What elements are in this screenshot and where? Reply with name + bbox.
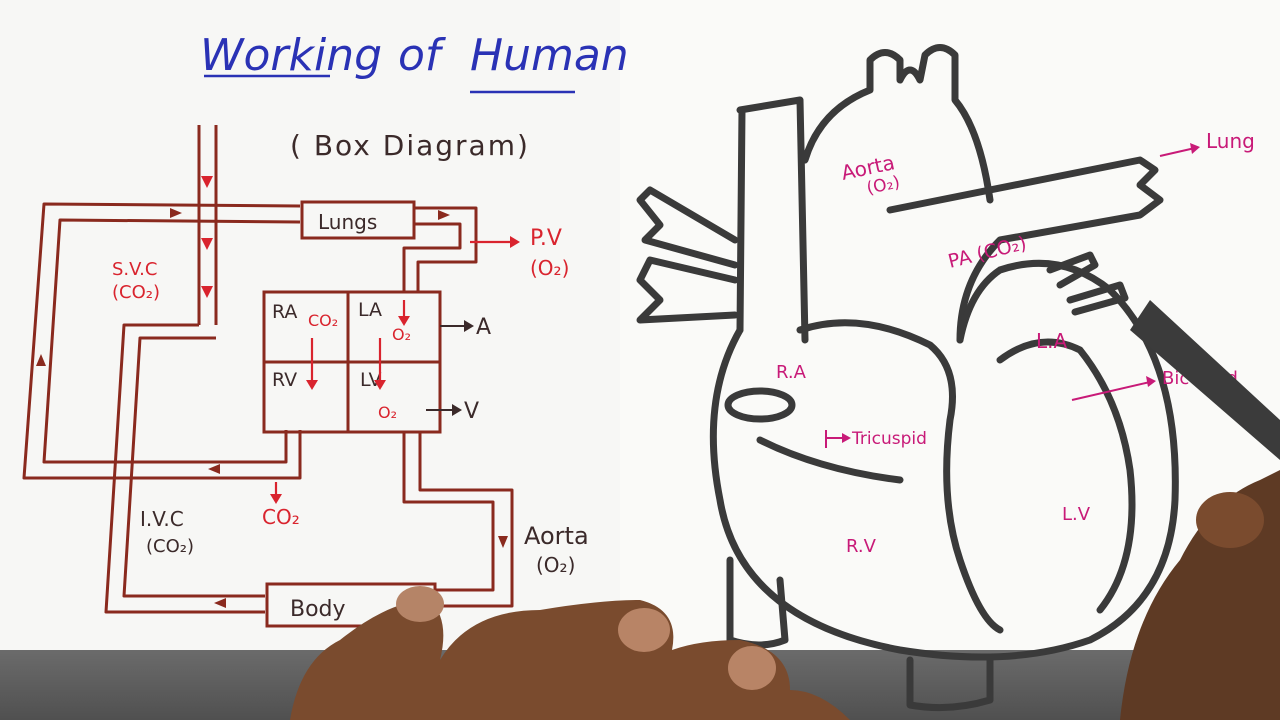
title-working: Working — [200, 30, 382, 81]
aorta-o2-label: (O₂) — [536, 553, 575, 577]
arrow-v-label: V — [464, 399, 479, 424]
svc-label: S.V.C — [112, 259, 157, 280]
chamber-la-gas: O₂ — [392, 325, 411, 344]
chamber-la-label: LA — [358, 299, 382, 321]
heart-lungs-label: Lung — [1206, 129, 1255, 153]
heart-ra-label: R.A — [776, 362, 807, 383]
heart-la-label: L.A — [1036, 329, 1068, 353]
title-of: of — [398, 30, 447, 81]
aorta-label: Aorta — [524, 522, 589, 550]
svc-co2-label: (CO₂) — [112, 282, 160, 303]
lungs-box: Lungs — [302, 202, 414, 238]
ivc-co2-label: (CO₂) — [146, 536, 194, 557]
heart-rv-label: R.V — [846, 536, 877, 557]
body-label: Body — [290, 597, 346, 622]
heart-chambers-box: RA CO₂ LA O₂ RV LV O₂ — [264, 292, 440, 432]
chamber-lv-gas: O₂ — [378, 403, 397, 422]
chamber-ra-gas: CO₂ — [308, 311, 338, 330]
subtitle-box-diagram: ( Box Diagram) — [290, 129, 530, 162]
heart-tricuspid-label: Tricuspid — [851, 429, 927, 449]
ivc-label: I.V.C — [140, 507, 184, 531]
title-human: Human — [470, 30, 629, 81]
heart-lv-label: L.V — [1062, 504, 1091, 525]
co2-out-label: CO₂ — [262, 505, 300, 529]
box-diagram-title: Working of Human ( Box Diagram) — [200, 30, 629, 162]
pv-label: P.V — [530, 226, 562, 251]
chamber-ra-label: RA — [272, 301, 297, 323]
heart-outline — [640, 48, 1175, 708]
chamber-rv-label: RV — [272, 369, 297, 391]
lungs-label: Lungs — [318, 210, 377, 234]
arrow-a-label: A — [476, 315, 491, 340]
pv-o2-label: (O₂) — [530, 256, 569, 280]
